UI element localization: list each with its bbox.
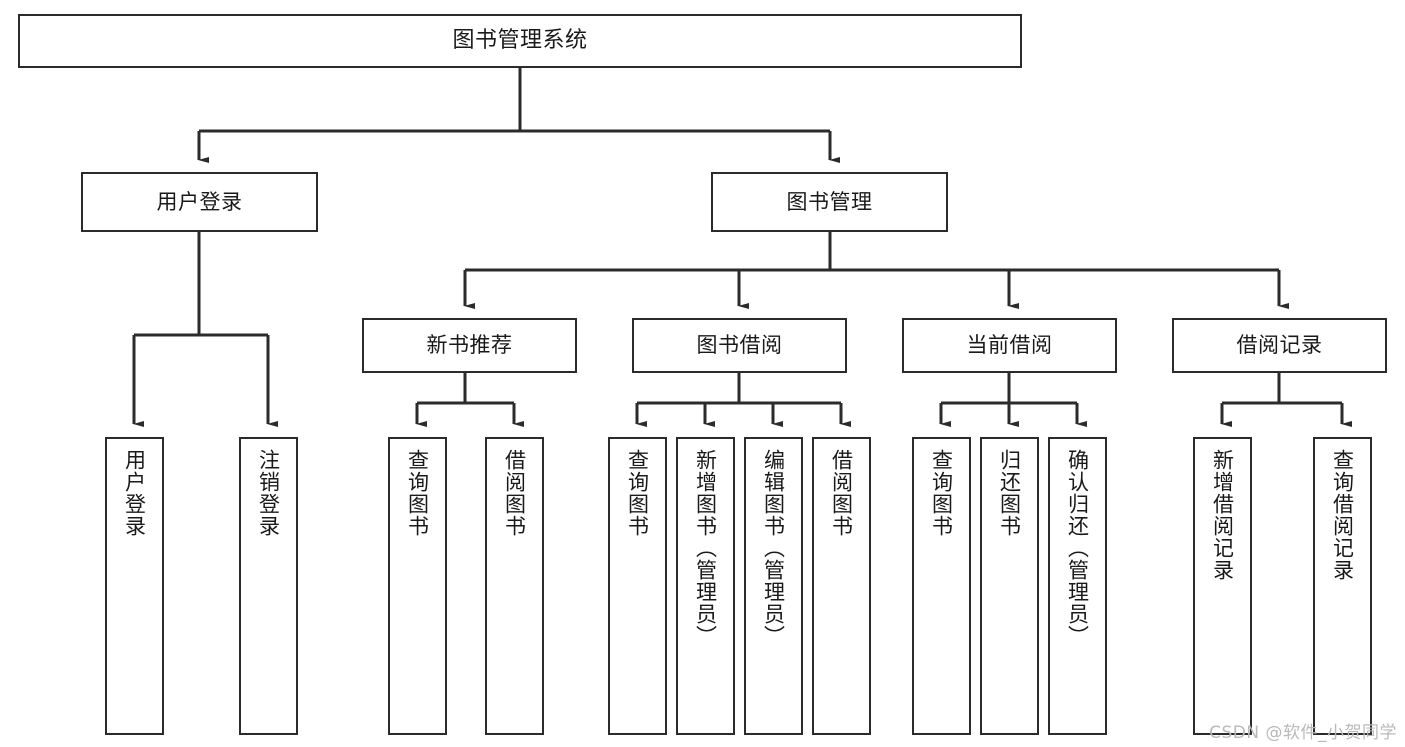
node-label: 确认归还（管理员）	[1065, 449, 1090, 647]
node-label: 查询图书	[929, 449, 954, 537]
node-leaf-logout-login[interactable]: 注销登录	[239, 437, 298, 735]
node-current-borrow[interactable]: 当前借阅	[902, 318, 1117, 373]
node-new-book-recommend[interactable]: 新书推荐	[362, 318, 577, 373]
node-leaf-add-book[interactable]: 新增图书（管理员）	[676, 437, 735, 735]
node-label: 借阅图书	[502, 449, 527, 537]
node-label: 注销登录	[256, 449, 281, 537]
node-leaf-query-borrow-record[interactable]: 查询借阅记录	[1313, 437, 1372, 735]
node-label: 归还图书	[997, 449, 1022, 537]
node-label: 新增借阅记录	[1210, 449, 1235, 581]
node-user-login[interactable]: 用户登录	[81, 172, 318, 232]
node-label: 查询图书	[625, 449, 650, 537]
node-label: 用户登录	[156, 189, 243, 214]
csdn-watermark: CSDN @软件_小贺同学	[1209, 723, 1397, 743]
node-leaf-confirm-return[interactable]: 确认归还（管理员）	[1048, 437, 1107, 735]
node-label: 图书管理系统	[452, 28, 588, 54]
node-book-borrow[interactable]: 图书借阅	[632, 318, 847, 373]
node-borrow-record[interactable]: 借阅记录	[1172, 318, 1387, 373]
node-root-system[interactable]: 图书管理系统	[18, 14, 1022, 68]
node-leaf-query-book-3[interactable]: 查询图书	[912, 437, 971, 735]
node-label: 用户登录	[122, 449, 147, 537]
node-leaf-user-login[interactable]: 用户登录	[105, 437, 164, 735]
node-leaf-add-borrow-record[interactable]: 新增借阅记录	[1193, 437, 1252, 735]
node-leaf-borrow-book-1[interactable]: 借阅图书	[485, 437, 544, 735]
node-label: 查询借阅记录	[1330, 449, 1355, 581]
node-label: 查询图书	[405, 449, 430, 537]
node-leaf-edit-book[interactable]: 编辑图书（管理员）	[744, 437, 803, 735]
node-label: 编辑图书（管理员）	[761, 449, 786, 647]
node-label: 新书推荐	[426, 333, 513, 358]
node-label: 图书管理	[786, 189, 873, 214]
node-label: 借阅图书	[829, 449, 854, 537]
node-book-management[interactable]: 图书管理	[711, 172, 948, 232]
node-leaf-query-book-2[interactable]: 查询图书	[608, 437, 667, 735]
node-label: 图书借阅	[696, 333, 783, 358]
node-label: 当前借阅	[966, 333, 1053, 358]
node-leaf-query-book-1[interactable]: 查询图书	[388, 437, 447, 735]
node-leaf-borrow-book-2[interactable]: 借阅图书	[812, 437, 871, 735]
node-label: 新增图书（管理员）	[693, 449, 718, 647]
node-leaf-return-book[interactable]: 归还图书	[980, 437, 1039, 735]
node-label: 借阅记录	[1236, 333, 1323, 358]
